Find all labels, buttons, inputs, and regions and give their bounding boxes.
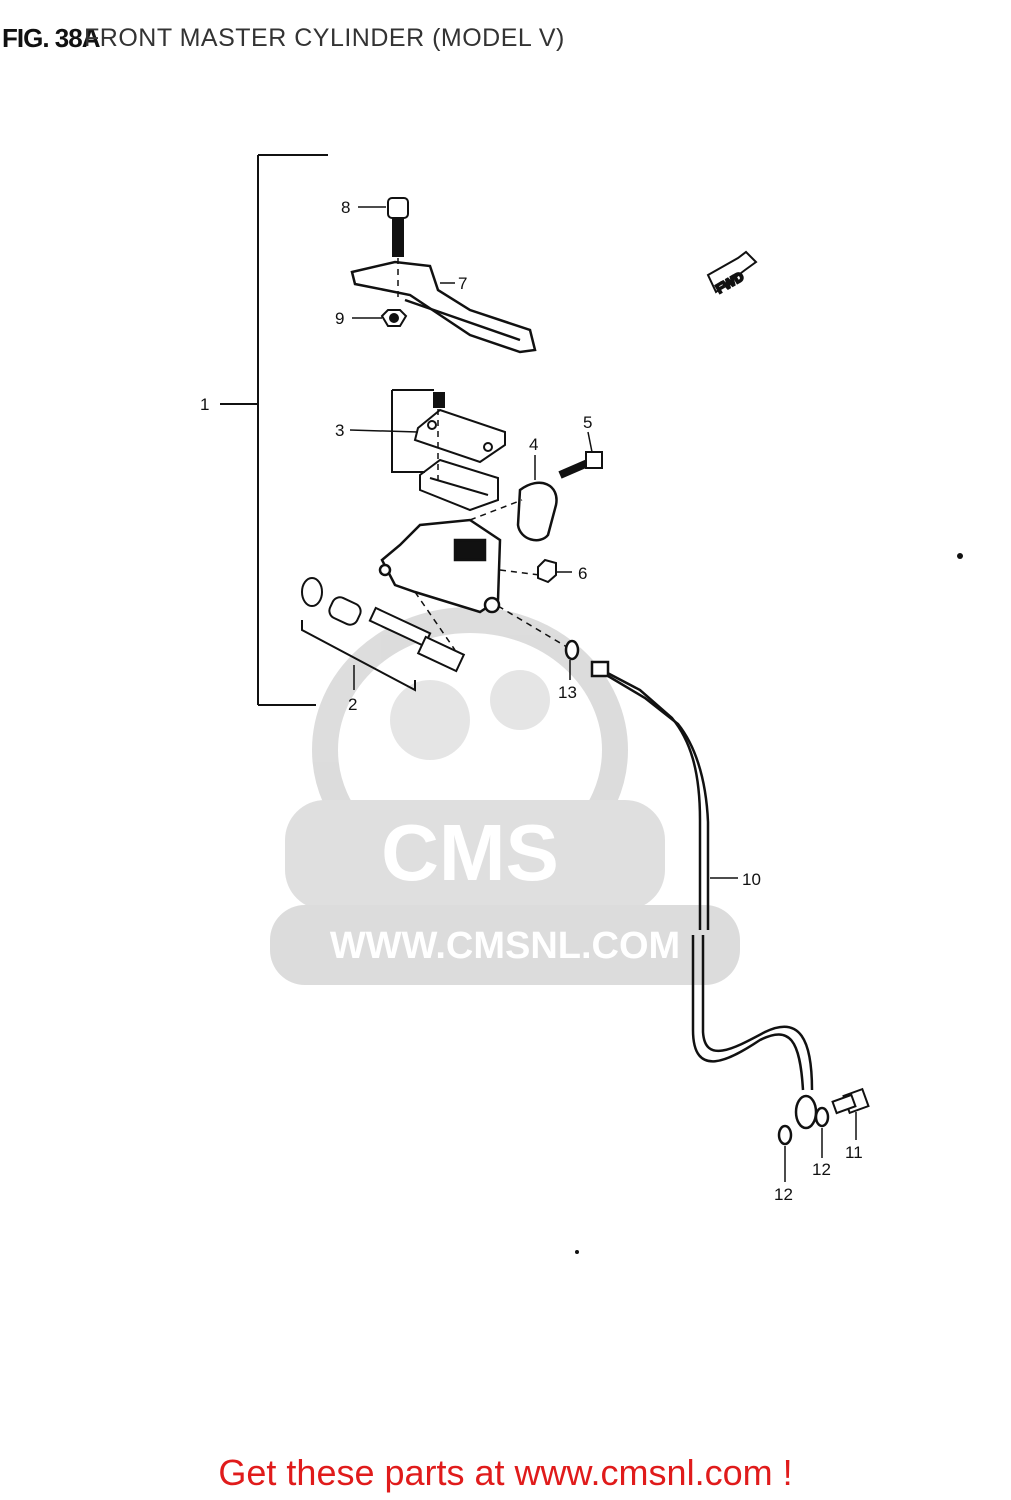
callout-3: 3 [335, 421, 344, 440]
watermark-brand: CMS [381, 808, 559, 897]
reservoir-cap [391, 389, 506, 512]
washer-12a [814, 1106, 830, 1128]
callout-10: 10 [742, 870, 761, 889]
callout-12b: 12 [774, 1185, 793, 1204]
cms-watermark: CMS WWW.CMSNL.COM [270, 607, 740, 985]
master-cylinder-body [378, 518, 502, 614]
callout-leaders [349, 206, 857, 1182]
get-parts-link[interactable]: Get these parts at www.cmsnl.com ! [218, 1452, 793, 1493]
callout-1: 1 [200, 395, 209, 414]
callout-11: 11 [845, 1143, 863, 1162]
clamp-nut [537, 558, 557, 584]
callout-13: 13 [558, 683, 577, 702]
callout-6: 6 [578, 564, 587, 583]
assembly-bracket [220, 154, 328, 706]
forward-arrow: FWD [706, 250, 758, 297]
callout-2: 2 [348, 695, 357, 714]
lever-nut [380, 309, 408, 327]
brake-lever [350, 260, 537, 354]
callout-8: 8 [341, 198, 350, 217]
washer-13 [564, 639, 580, 661]
banjo-bolt [831, 1087, 870, 1115]
callout-5: 5 [583, 413, 592, 432]
brake-hose [590, 660, 818, 1130]
callout-labels: 1 2 3 4 5 6 7 8 9 10 11 12 12 13 [200, 198, 863, 1204]
callout-9: 9 [335, 309, 344, 328]
clamp-bolt [558, 451, 603, 479]
assembly-leaders [397, 258, 573, 651]
callout-7: 7 [458, 274, 467, 293]
diagram-title: FRONT MASTER CYLINDER (MODEL V) [84, 24, 565, 52]
watermark-url: WWW.CMSNL.COM [330, 925, 680, 967]
lever-bolt [387, 197, 409, 257]
callout-12a: 12 [812, 1160, 831, 1179]
fig-label: FIG. 38A [2, 23, 100, 53]
scan-specks [575, 553, 963, 1254]
handlebar-clamp [516, 481, 558, 542]
washer-12b [777, 1124, 793, 1146]
piston-kit [301, 577, 466, 692]
callout-4: 4 [529, 435, 538, 454]
